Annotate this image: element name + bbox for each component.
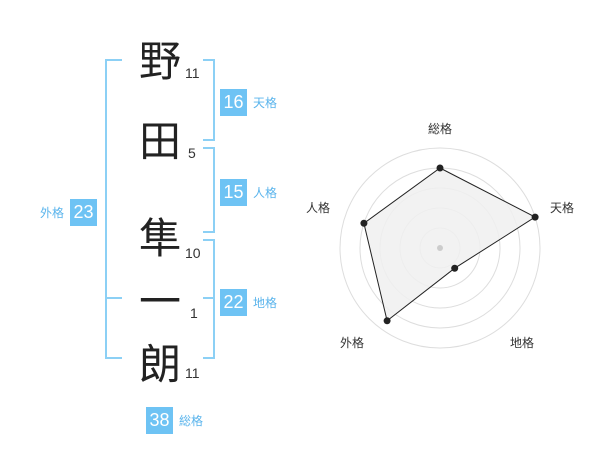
badge-gaikaku: 外格 23	[40, 199, 98, 226]
stroke-count-4: 1	[190, 305, 198, 321]
radar-point-5	[360, 219, 368, 227]
soukaku-label: 総格	[179, 414, 204, 428]
radar-label-gaikaku: 外格	[340, 335, 364, 350]
radar-point-4	[383, 317, 391, 325]
gaikaku-label: 外格	[40, 206, 65, 220]
badge-tenkaku: 16 天格	[220, 89, 277, 116]
badge-jinkaku: 15 人格	[220, 179, 277, 206]
radar-polygon	[363, 167, 537, 322]
chikaku-value: 22	[220, 289, 247, 316]
jinkaku-value: 15	[220, 179, 247, 206]
badge-chikaku: 22 地格	[220, 289, 277, 316]
name-character-3: 隼	[138, 214, 181, 263]
stroke-count-1: 11	[185, 65, 200, 81]
radar-ring-5	[339, 147, 541, 349]
radar-center-dot	[437, 245, 443, 251]
stroke-count-3: 10	[185, 245, 201, 261]
name-character-4: 一	[138, 277, 181, 326]
radar-points	[360, 164, 539, 325]
gaikaku-value: 23	[70, 199, 98, 226]
bracket-tenkaku	[203, 59, 215, 141]
badge-soukaku: 38 総格	[146, 407, 203, 434]
radar-label-jinkaku: 人格	[306, 200, 330, 215]
radar-point-1	[436, 164, 444, 172]
chikaku-label: 地格	[253, 296, 278, 310]
stroke-count-2: 5	[188, 145, 196, 161]
name-character-2: 田	[138, 117, 181, 166]
radar-point-3	[451, 264, 459, 272]
jinkaku-label: 人格	[253, 186, 278, 200]
radar-point-2	[531, 213, 539, 221]
bracket-gaikaku	[105, 59, 122, 359]
radar-label-tenkaku: 天格	[550, 200, 574, 215]
stroke-count-5: 11	[185, 365, 200, 381]
soukaku-value: 38	[146, 407, 173, 434]
radar-label-chikaku: 地格	[510, 335, 534, 350]
radar-chart: 総格 天格 地格 外格 人格	[306, 121, 574, 350]
name-character-5: 朗	[138, 340, 181, 389]
tenkaku-value: 16	[220, 89, 247, 116]
tenkaku-label: 天格	[253, 96, 278, 110]
bracket-jinkaku	[203, 147, 215, 233]
radar-label-soukaku: 総格	[428, 121, 452, 136]
name-character-1: 野	[138, 37, 181, 86]
brackets	[105, 59, 215, 359]
